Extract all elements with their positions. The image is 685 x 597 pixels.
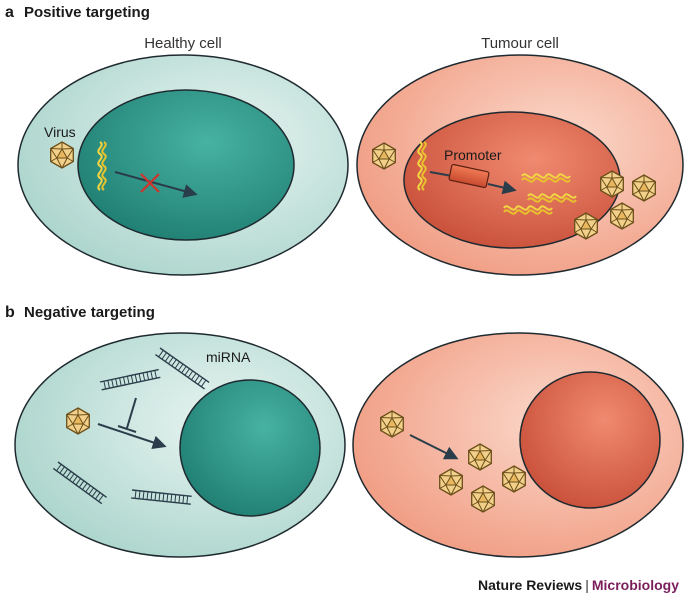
tumour-nucleus <box>519 371 661 509</box>
blocked-cross-icon <box>140 173 160 193</box>
healthy-cell-a <box>17 54 349 276</box>
virus-icon <box>468 443 492 471</box>
credit-separator: | <box>585 577 589 593</box>
tumour-cell-a <box>356 54 684 276</box>
virus-icon <box>380 410 404 438</box>
virus-icon <box>372 142 396 170</box>
healthy-cell-label: Healthy cell <box>144 35 222 52</box>
tumour-cell-b <box>352 332 684 558</box>
tumour-cell-label: Tumour cell <box>481 35 559 52</box>
virus-icon <box>439 468 463 496</box>
virus-icon <box>600 170 624 198</box>
virus-icon <box>632 174 656 202</box>
healthy-nucleus <box>77 89 295 241</box>
publisher-name: Nature Reviews <box>477 577 583 593</box>
panel-b-letter: b <box>5 304 15 321</box>
healthy-cell-b <box>14 332 346 558</box>
entry-arrow <box>97 423 167 450</box>
mirna-label: miRNA <box>206 349 251 365</box>
inhibition-icon <box>117 397 137 433</box>
virus-icon <box>50 141 74 169</box>
promoter-box-icon <box>448 163 490 189</box>
promoter-label: Promoter <box>444 147 502 163</box>
panel-b-title: Negative targeting <box>24 304 155 321</box>
virus-icon <box>610 202 634 230</box>
promoter-link <box>429 171 453 177</box>
virus-icon <box>66 407 90 435</box>
virus-icon <box>574 212 598 240</box>
journal-name: Microbiology <box>591 577 679 593</box>
panel-a-letter: a <box>5 4 14 21</box>
transcription-arrow <box>114 171 198 198</box>
panel-a-title: Positive targeting <box>24 4 150 21</box>
entry-arrow <box>409 434 459 460</box>
healthy-nucleus <box>179 379 321 517</box>
transcription-arrow <box>487 180 517 195</box>
journal-credit: Nature Reviews|Microbiology <box>478 577 679 593</box>
virus-icon <box>471 485 495 513</box>
virus-label: Virus <box>44 124 76 140</box>
virus-icon <box>502 465 526 493</box>
